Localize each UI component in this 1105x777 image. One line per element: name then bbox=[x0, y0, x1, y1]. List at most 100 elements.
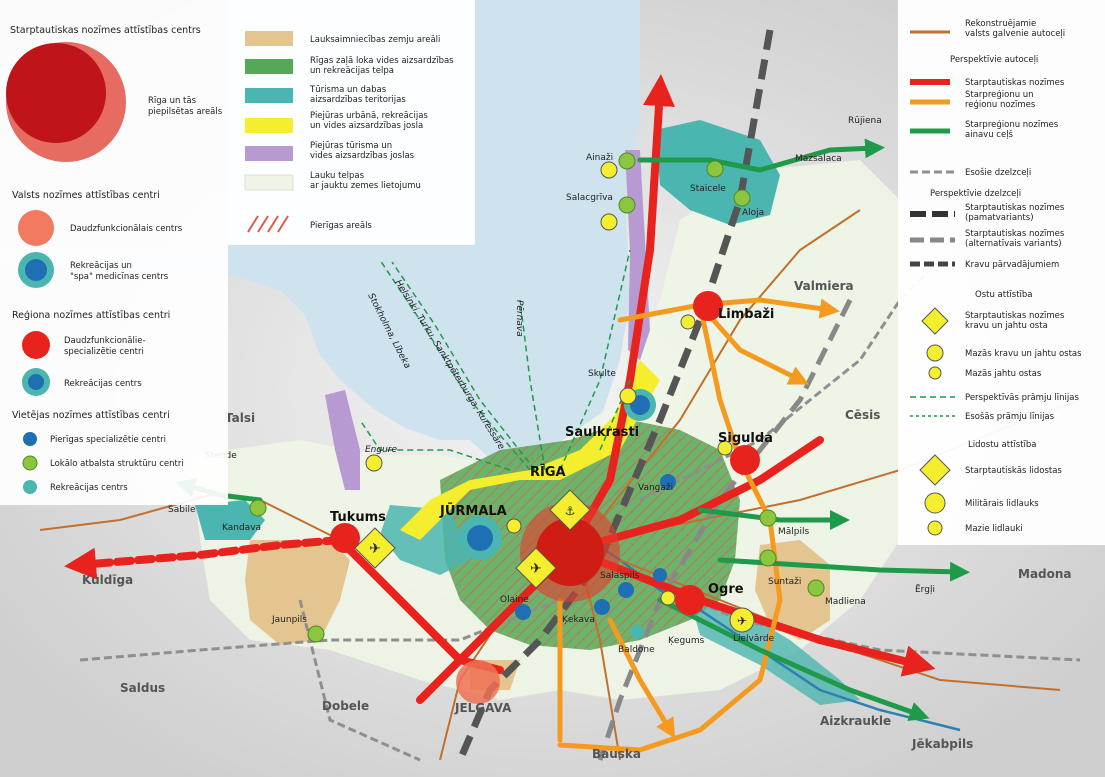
legend-top-item-1: Lauksaimniecības zemju areāli bbox=[310, 35, 440, 45]
label-engure: Engure bbox=[365, 445, 398, 455]
legend-rail-main: Starptautiskas nozīmes (pamatvariants) bbox=[965, 203, 1067, 223]
legend-top-item-5-l2: vides aizsardzības joslas bbox=[310, 151, 415, 161]
legend-airport-small: Mazie lidlauki bbox=[965, 524, 1023, 534]
legend-top-item-5: Piejūras tūrisma un vides aizsardzības j… bbox=[310, 141, 415, 161]
legend-port-intl: Starptautiskas nozīmes kravu un jahtu os… bbox=[965, 311, 1067, 331]
legend-airport-small-icon bbox=[927, 520, 943, 536]
legend-road-scenic-l1: Starpreģionu nozīmes bbox=[965, 120, 1059, 130]
label-olaine: Olaine bbox=[500, 595, 529, 605]
agri-area-west bbox=[245, 540, 350, 645]
label-vangazi: Vangaži bbox=[638, 483, 673, 493]
legend-state-spa-label: Rekreācijas un "spa" medicīnas centrs bbox=[70, 261, 169, 282]
legend-local-item-2: Lokālo atbalsta struktūru centri bbox=[50, 459, 184, 469]
port-riga-icon: ⚓ bbox=[549, 489, 591, 531]
legend-local-item-1: Pierīgas specializētie centri bbox=[50, 435, 166, 445]
label-madona: Madona bbox=[1018, 567, 1072, 581]
rail-perspective-main bbox=[456, 29, 774, 762]
legend-top-item-4-l1: Piejūras urbānā, rekreācijas bbox=[310, 111, 428, 121]
legend-top-item-2-l2: un rekreācijas telpa bbox=[310, 66, 394, 76]
label-suntazi: Suntaži bbox=[768, 577, 801, 587]
legend-intl-inner-icon bbox=[6, 43, 106, 143]
legend-right: Rekonstruējamie valsts galvenie autoceļi… bbox=[898, 0, 1105, 545]
label-saulkrasti: Saulkrasti bbox=[565, 425, 639, 440]
legend-top-item-3: Tūrisma un dabas aizsardzības teritorija… bbox=[309, 85, 406, 105]
legend-persp-rail-title: Perspektīvie dzelzceļi bbox=[930, 189, 1021, 199]
legend-swatch-pieriga bbox=[247, 215, 289, 233]
legend-port-small-cargo: Mazās kravu un jahtu ostas bbox=[965, 349, 1082, 359]
legend-region-multi-l2: specializētie centri bbox=[64, 347, 144, 357]
label-kekava: Ķekava bbox=[562, 615, 595, 625]
ports-small bbox=[365, 161, 696, 534]
label-staicele: Staicele bbox=[690, 184, 726, 194]
legend-road-recon: Rekonstruējamie valsts galvenie autoceļi bbox=[965, 19, 1065, 39]
legend-rail-existing: Esošie dzelzceļi bbox=[965, 167, 1031, 178]
legend-region-title: Reģiona nozīmes attīstības centri bbox=[12, 310, 170, 321]
airport-tukums-icon: ✈ bbox=[354, 527, 396, 569]
legend-local-item-3: Rekreācijas centrs bbox=[50, 483, 128, 493]
svg-text:⚓: ⚓ bbox=[565, 504, 576, 518]
legend-rail-alt: Starptautiskas nozīmes (alternatīvais va… bbox=[965, 229, 1067, 249]
legend-region-item-2: Rekreācijas centrs bbox=[64, 379, 142, 389]
label-jekabpils: Jēkabpils bbox=[911, 737, 973, 751]
legend-top-item-6-l2: ar jauktu zemes lietojumu bbox=[310, 181, 421, 191]
legend-port-small-cargo-icon bbox=[926, 344, 944, 362]
legend-local-teal-icon bbox=[23, 480, 37, 494]
label-riga: RĪGA bbox=[530, 465, 566, 480]
label-valmiera: Valmiera bbox=[794, 279, 854, 293]
legend-top-item-4-l2: un vides aizsardzības josla bbox=[310, 121, 423, 131]
legend-local-title: Vietējas nozīmes attīstības centri bbox=[12, 410, 170, 421]
label-ogre: Ogre bbox=[708, 582, 744, 597]
legend-port-yacht-icon bbox=[928, 366, 942, 380]
label-salaspils: Salaspils bbox=[600, 571, 640, 581]
legend-port-intl-l1: Starptautiskas nozīmes bbox=[965, 311, 1065, 321]
legend-top-item-4: Piejūras urbānā, rekreācijas un vides ai… bbox=[310, 111, 431, 131]
legend-top-item-6-l1: Lauku telpas bbox=[310, 171, 365, 181]
legend-region-rec-inner-icon bbox=[28, 374, 44, 390]
label-skulte: Skulte bbox=[588, 369, 616, 379]
label-lielvarde: Lielvārde bbox=[733, 634, 775, 644]
legend-airport-military: Militārais lidlauks bbox=[965, 499, 1039, 509]
legend-rail-main-l1: Starptautiskas nozīmes bbox=[965, 203, 1065, 213]
legend-top: Lauksaimniecības zemju areāli Rīgas zaļā… bbox=[228, 0, 475, 245]
label-sabile: Sabile bbox=[168, 505, 196, 515]
legend-region-multi-icon bbox=[22, 331, 50, 359]
yellow-coastal-strip bbox=[400, 360, 660, 540]
legend-region-multi-l1: Daudzfunkcionālie- bbox=[64, 336, 146, 346]
jurmala-center bbox=[458, 516, 502, 560]
limbazi-center bbox=[693, 291, 723, 321]
legend-ferry-existing: Esošās prāmju līnijas bbox=[965, 411, 1055, 422]
legend-intl-label-l2: piepilsētas areāls bbox=[148, 107, 223, 117]
purple-strip-kurzeme bbox=[325, 390, 360, 490]
legend-road-scenic-l2: ainavu ceļš bbox=[965, 129, 1014, 140]
legend-ferry-persp: Perspektīvās prāmju līnijas bbox=[965, 393, 1079, 403]
label-malpils: Mālpils bbox=[778, 527, 809, 537]
legend-state-title: Valsts nozīmes attīstības centri bbox=[12, 190, 160, 201]
legend-local-green-icon bbox=[22, 455, 38, 471]
teal-area-kemeri bbox=[380, 505, 470, 575]
legend-road-scenic: Starpreģionu nozīmes ainavu ceļš bbox=[965, 120, 1061, 140]
legend-road-intl: Starptautiskas nozīmes bbox=[965, 78, 1065, 88]
legend-road-region-l1: Starpreģionu un bbox=[965, 90, 1034, 100]
label-kuldiga: Kuldīga bbox=[82, 573, 133, 587]
legend-road-region-l2: reģionu nozīmes bbox=[965, 100, 1036, 110]
kandava-center bbox=[225, 513, 235, 523]
legend-swatch-greenring bbox=[245, 59, 293, 74]
legend-intl-label: Rīga un tās piepilsētas areāls bbox=[148, 96, 223, 117]
label-jaunpils: Jaunpils bbox=[271, 615, 307, 625]
legend-state-multi-icon bbox=[18, 210, 54, 246]
legend-ports-title: Ostu attīstība bbox=[975, 290, 1033, 300]
legend-top-item-2-l1: Rīgas zaļā loka vides aizsardzības bbox=[310, 56, 454, 66]
legend-top-item-5-l1: Piejūras tūrisma un bbox=[310, 141, 392, 151]
legend-swatch-tourism bbox=[245, 88, 293, 103]
legend-intl-title: Starptautiskas nozīmes attīstības centrs bbox=[10, 25, 201, 36]
legend-top-item-2: Rīgas zaļā loka vides aizsardzības un re… bbox=[310, 56, 456, 76]
legend-state-spa-l1: Rekreācijas un bbox=[70, 261, 132, 271]
legend-airport-military-icon bbox=[924, 492, 946, 514]
river-daugava bbox=[559, 518, 961, 732]
label-ainazi: Ainaži bbox=[586, 153, 613, 163]
legend-intl-label-l1: Rīga un tās bbox=[148, 96, 197, 106]
local-specialised-centres bbox=[515, 474, 676, 620]
legend-swatch-rural bbox=[244, 174, 294, 191]
legend-persp-roads-title: Perspektīvie autoceļi bbox=[950, 55, 1038, 65]
label-aizkraukle: Aizkraukle bbox=[820, 714, 891, 728]
